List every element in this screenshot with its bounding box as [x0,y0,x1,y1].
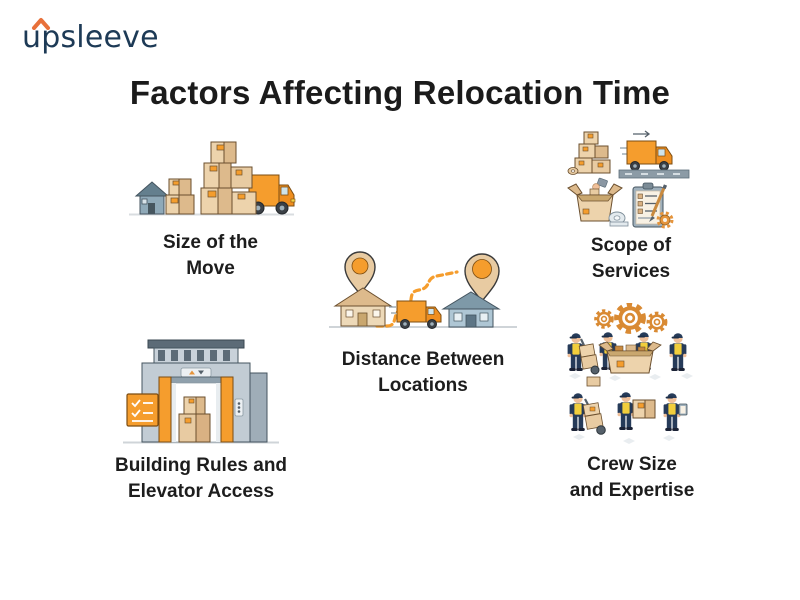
crew-workers-illustration [567,303,693,444]
factor-label: Size of the Move [118,230,303,282]
services-collage-illustration [567,130,690,229]
factor-label-line2: Elevator Access [127,481,275,502]
small-house-icon [134,181,170,215]
factor-label-line2: Services [591,261,671,282]
factor-size-of-the-move: Size of the Move [118,133,303,282]
factor-label-line2: and Expertise [569,480,695,501]
factor-label-line2: Locations [378,375,468,396]
worker-icon [669,333,687,371]
factor-label: Crew Size and Expertise [552,452,712,504]
factor-label-line1: Size of the [162,232,258,253]
worker-icon [569,393,587,431]
factor-scope-of-services: Scope of Services [565,127,697,285]
origin-house-icon [333,287,393,327]
route-path [375,270,459,328]
factor-label-line1: Scope of [590,235,672,256]
brand-logo: upsleeve [22,18,159,55]
clipboard-icon [678,403,688,416]
packing-box-icon [567,177,629,227]
open-box-icon [598,341,662,374]
gears-icon [594,305,668,331]
floor-box-icon [586,376,601,387]
worker-icon [663,393,681,431]
carried-box-icon [632,399,656,419]
route-between-houses-illustration [329,251,517,329]
floor-shadows [569,373,693,444]
factor-building-rules: Building Rules and Elevator Access [105,337,297,505]
box-stack-icon [567,131,611,175]
factor-label-line1: Distance Between [341,349,505,370]
truck-on-road-icon [618,130,690,179]
building-elevator-illustration [123,339,279,444]
hand-truck-icon [578,338,600,375]
factor-label-line2: Move [186,258,235,279]
factor-crew-size: Crew Size and Expertise [552,303,712,504]
origin-pin-icon [344,251,376,296]
worker-icon [617,392,635,430]
destination-house-icon [441,291,501,328]
page-title: Factors Affecting Relocation Time [129,74,671,111]
destination-pin-icon [464,253,500,303]
small-box-stack-icon [165,178,195,215]
logo-caret-icon [32,18,50,30]
boxes-and-truck-illustration [129,141,296,216]
rules-sign-icon [126,393,159,427]
factor-label-line1: Building Rules and [114,455,288,476]
checklist-clipboard-icon [632,182,674,229]
hand-truck-icon [582,398,606,435]
factor-label: Scope of Services [565,233,697,285]
factor-label: Distance Between Locations [323,347,523,399]
factor-label: Building Rules and Elevator Access [105,453,297,505]
factor-label-line1: Crew Size [587,454,677,475]
elevator-icon [158,376,244,443]
moving-truck-icon [389,300,442,329]
factor-distance-between-locations: Distance Between Locations [323,243,523,399]
big-box-stack-icon [200,141,257,215]
